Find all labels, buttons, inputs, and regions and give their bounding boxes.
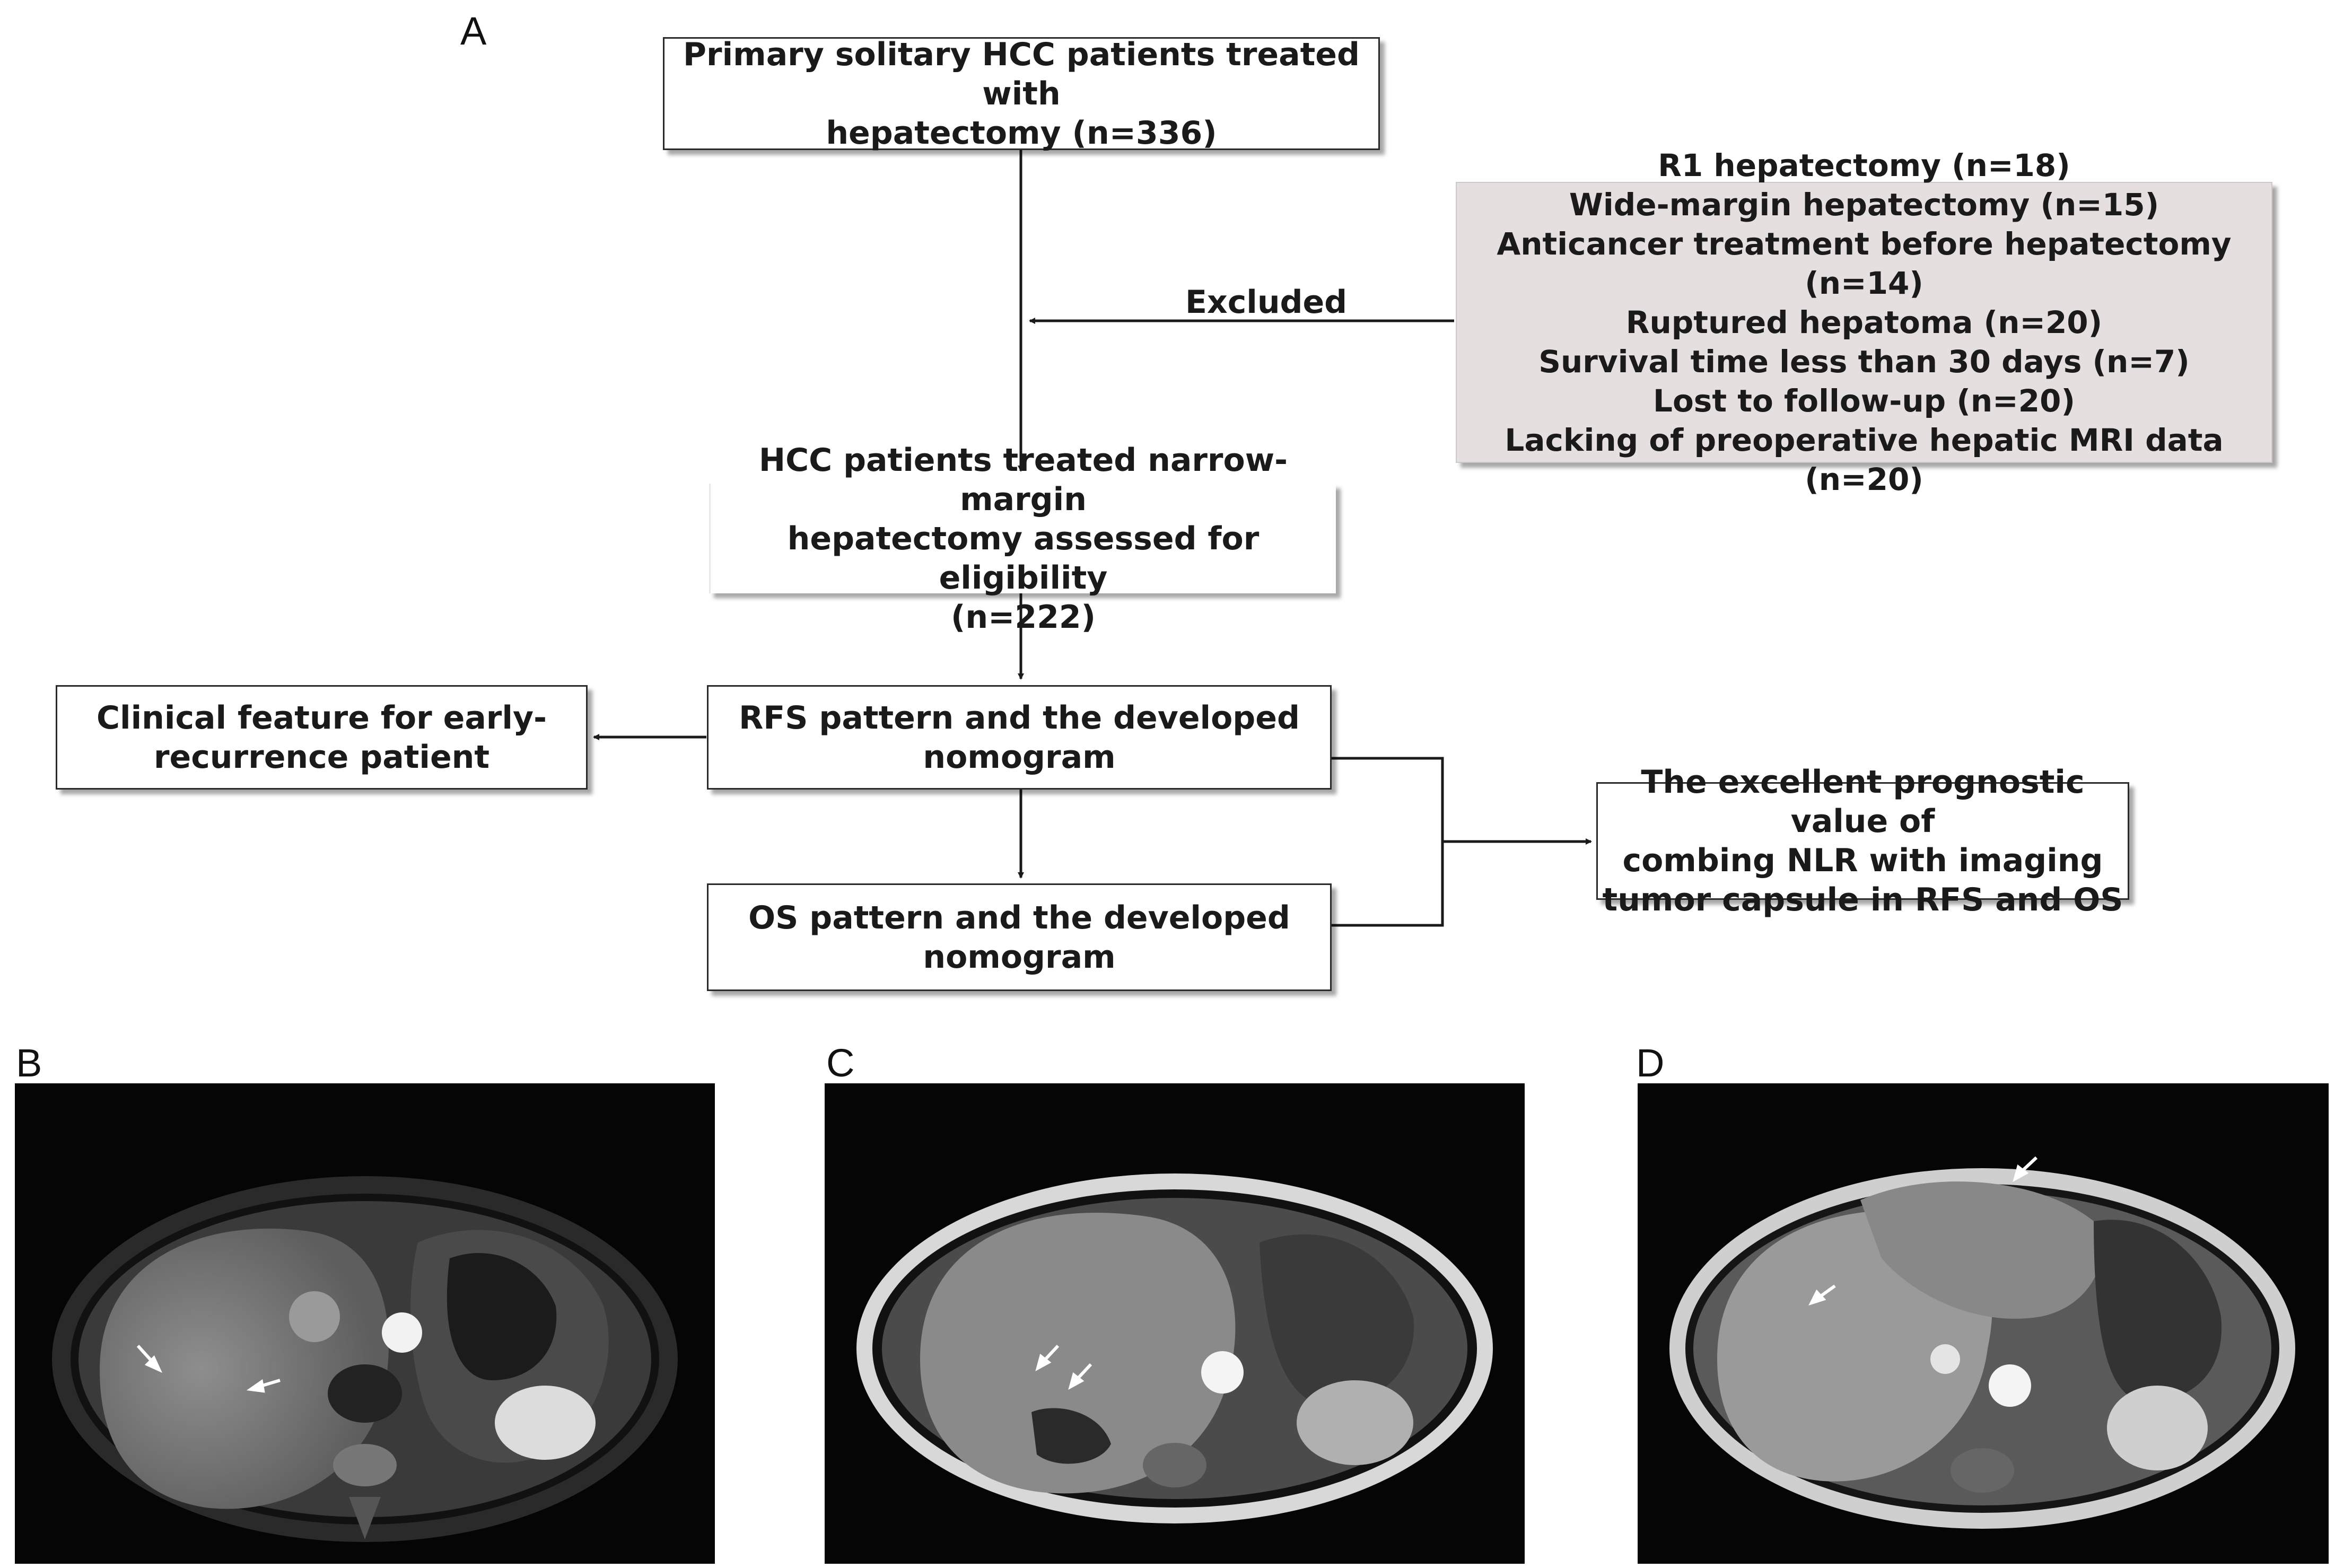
mri-c-drawing: [856, 1173, 1493, 1523]
exclusion-item: Lacking of preoperative hepatic MRI data…: [1505, 422, 2224, 497]
clinical-box: Clinical feature for early- recurrence p…: [56, 685, 588, 790]
mri-image-c: [825, 1083, 1525, 1564]
flow-connectors: [593, 150, 1592, 927]
bracket-rfs-os: [1331, 757, 1444, 927]
eligible-box-text: HCC patients treated narrow-margin hepat…: [758, 441, 1288, 636]
exclusion-item: Survival time less than 30 days (n=7): [1538, 344, 2190, 380]
rfs-box-text: RFS pattern and the developed nomogram: [739, 699, 1300, 776]
exclusion-item: Wide-margin hepatectomy (n=15): [1569, 187, 2159, 223]
conclusion-box-text: The excellent prognostic value of combin…: [1602, 764, 2123, 918]
mri-d-arrows: [1808, 1156, 2038, 1306]
rfs-box: RFS pattern and the developed nomogram: [707, 685, 1332, 790]
excluded-label: Excluded: [1185, 284, 1348, 321]
mri-c-arrows: [1035, 1344, 1092, 1390]
exclusion-box: R1 hepatectomy (n=18) Wide-margin hepate…: [1456, 147, 2272, 497]
start-box: Primary solitary HCC patients treated wi…: [663, 36, 1380, 152]
exclusion-item: Lost to follow-up (n=20): [1653, 383, 2075, 419]
panel-label-b: B: [16, 1041, 42, 1085]
os-box-text: OS pattern and the developed nomogram: [748, 899, 1290, 976]
mri-d-drawing: [1669, 1168, 2295, 1529]
exclusion-item: R1 hepatectomy (n=18): [1658, 147, 2070, 183]
panel-label-d: D: [1636, 1041, 1665, 1085]
mri-image-b: [15, 1083, 715, 1564]
eligible-box: HCC patients treated narrow-margin hepat…: [709, 442, 1336, 636]
exclusion-item: Ruptured hepatoma (n=20): [1625, 304, 2103, 340]
conclusion-box: The excellent prognostic value of combin…: [1596, 764, 2129, 918]
clinical-box-text: Clinical feature for early- recurrence p…: [97, 699, 547, 776]
mri-b-arrows: [136, 1344, 281, 1393]
start-box-text: Primary solitary HCC patients treated wi…: [683, 36, 1360, 152]
mri-image-d: [1638, 1083, 2329, 1564]
mri-b-drawing: [52, 1176, 678, 1542]
panel-label-a: A: [460, 9, 487, 53]
os-box: OS pattern and the developed nomogram: [707, 883, 1332, 991]
panel-label-c: C: [826, 1041, 855, 1085]
exclusion-item: Anticancer treatment before hepatectomy …: [1497, 226, 2232, 301]
